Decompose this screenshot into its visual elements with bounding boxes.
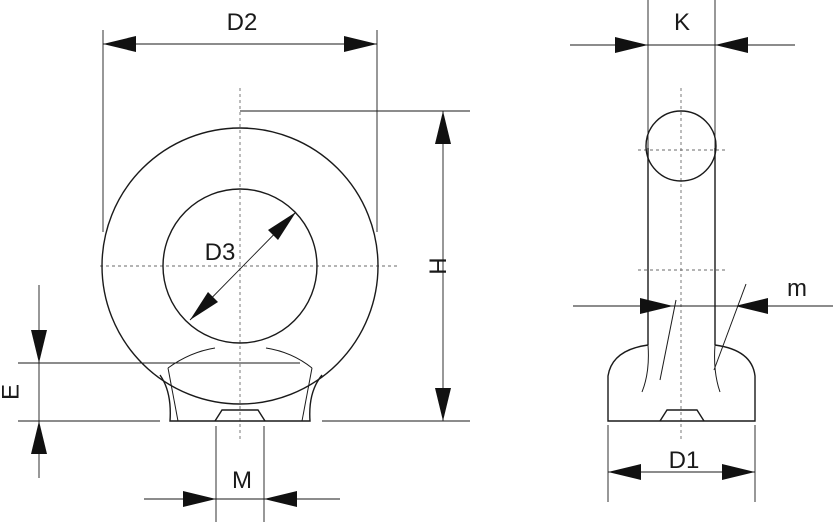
m-lower-label: m	[787, 275, 807, 302]
m-upper-label: M	[232, 467, 252, 494]
d3-arrow-lower	[190, 292, 218, 320]
m-arrow-right	[264, 491, 297, 507]
e-arrow-bottom	[31, 421, 47, 454]
inner-hole	[162, 188, 318, 344]
base-collar	[159, 374, 323, 422]
m-arrow-left	[183, 491, 216, 507]
d2-arrow-right	[344, 36, 377, 52]
e-arrow-top	[31, 330, 47, 363]
h-arrow-bottom	[435, 388, 451, 421]
e-label: E	[0, 384, 24, 400]
front-view: D2 D3 H E M	[0, 9, 470, 522]
d2-arrow-left	[103, 36, 136, 52]
d3-label: D3	[205, 239, 236, 266]
neck-edge-left	[167, 367, 179, 422]
side-view: K m D1	[570, 0, 833, 502]
h-arrow-top	[435, 111, 451, 144]
k-arrow-left	[615, 37, 648, 53]
m-taper-left	[659, 299, 677, 381]
k-arrow-right	[715, 37, 748, 53]
k-label: K	[674, 9, 690, 36]
ring-cross-section	[645, 110, 717, 182]
m-arrow-left-side	[640, 298, 673, 314]
m-taper-right	[713, 283, 747, 371]
side-inner-curve-left	[641, 344, 649, 393]
d1-arrow-left	[608, 464, 641, 480]
neck-edge-right	[301, 367, 313, 422]
d3-arrow-upper	[268, 212, 296, 240]
h-label: H	[424, 257, 451, 274]
side-thread-chamfer	[659, 409, 705, 422]
neck-line-left	[167, 347, 216, 369]
side-base	[607, 344, 756, 422]
m-arrow-right-side	[735, 298, 768, 314]
d1-arrow-right	[722, 464, 755, 480]
side-inner-curve-right	[714, 344, 721, 393]
d1-label: D1	[669, 447, 700, 474]
d2-label: D2	[227, 9, 258, 36]
outer-ring	[101, 127, 379, 405]
thread-chamfer	[214, 409, 266, 422]
neck-line-right	[265, 347, 313, 369]
